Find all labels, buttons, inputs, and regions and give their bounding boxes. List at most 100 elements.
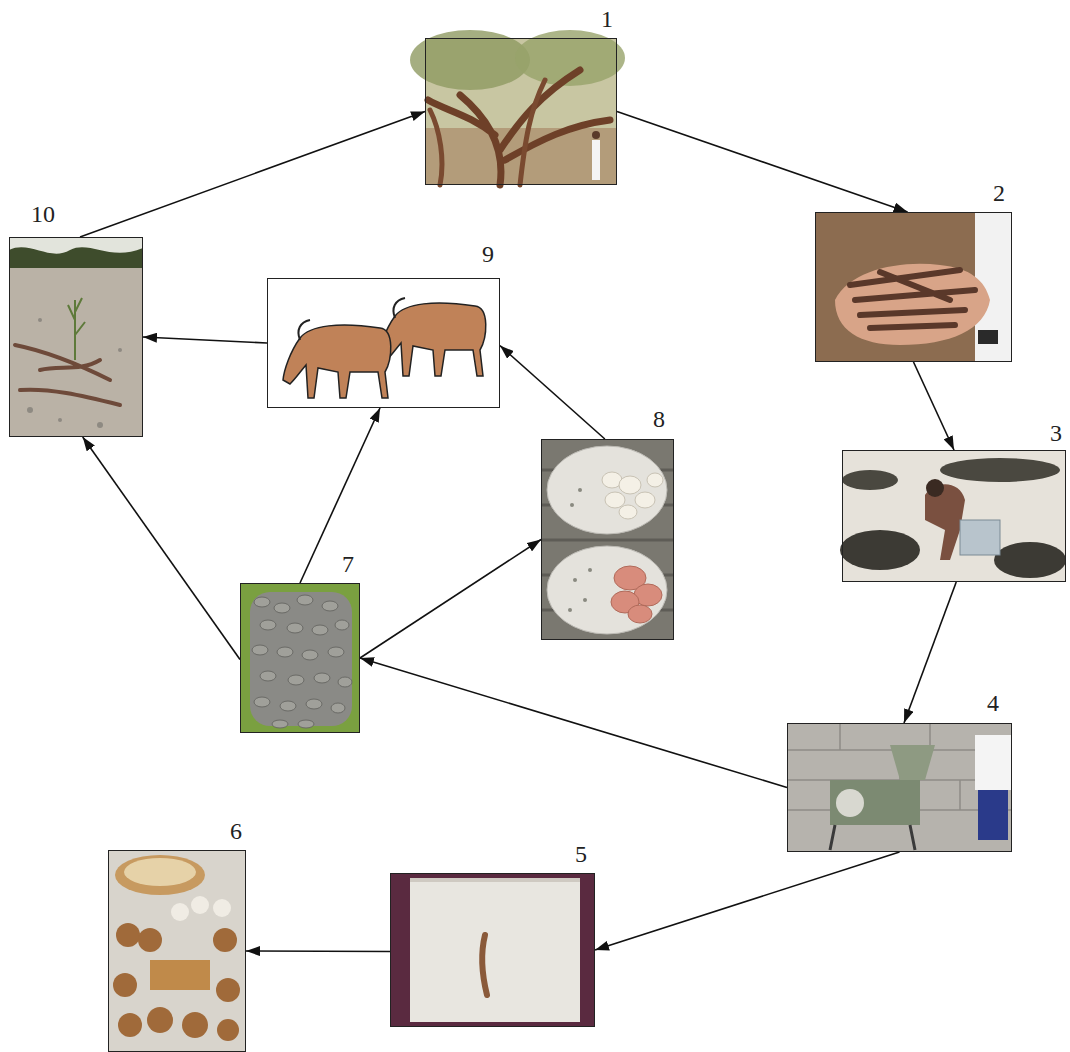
illustration-shape bbox=[602, 472, 663, 519]
photo-box: 3 bbox=[842, 450, 1066, 582]
mushroom-photo bbox=[541, 439, 674, 640]
illustration-shape bbox=[312, 625, 328, 635]
illustration-shape bbox=[182, 1012, 208, 1038]
illustration-shape bbox=[288, 675, 304, 685]
callout-number: 8 bbox=[653, 407, 665, 431]
flour-photo bbox=[390, 873, 595, 1027]
illustration-shape bbox=[150, 960, 210, 990]
illustration-shape bbox=[260, 620, 276, 630]
callout-number: 10 bbox=[31, 202, 55, 226]
illustration-shape bbox=[116, 923, 140, 947]
illustration-shape bbox=[410, 878, 580, 882]
illustration-shape bbox=[267, 278, 500, 408]
flow-arrow bbox=[500, 346, 605, 439]
illustration-shape bbox=[68, 298, 85, 360]
illustration-shape bbox=[138, 928, 162, 952]
illustration-shape bbox=[280, 701, 296, 711]
callout-number: 1 bbox=[601, 7, 613, 31]
illustration-shape bbox=[635, 492, 655, 508]
illustration-shape bbox=[960, 520, 1000, 555]
callout-number: 2 bbox=[993, 181, 1005, 205]
illustration-shape bbox=[830, 780, 920, 825]
illustration-shape bbox=[605, 492, 625, 508]
illustration-shape bbox=[213, 899, 231, 917]
illustration-shape bbox=[592, 131, 600, 139]
illustration-shape bbox=[191, 896, 209, 914]
illustration-shape bbox=[118, 348, 122, 352]
illustration-shape bbox=[578, 488, 582, 492]
illustration-shape bbox=[113, 973, 137, 997]
illustration-shape bbox=[9, 237, 143, 437]
illustration-shape bbox=[547, 446, 667, 534]
flow-arrow bbox=[904, 582, 956, 723]
illustration-shape bbox=[890, 745, 935, 780]
illustration-shape bbox=[430, 80, 545, 185]
illustration-shape bbox=[108, 850, 246, 1052]
pods-photo bbox=[815, 212, 1012, 362]
illustration-shape bbox=[298, 320, 310, 340]
flow-arrow bbox=[83, 437, 240, 660]
illustration-shape bbox=[978, 330, 998, 344]
illustration-shape bbox=[252, 645, 268, 655]
illustration-shape bbox=[568, 608, 572, 612]
illustration-shape bbox=[611, 566, 662, 623]
illustration-shape bbox=[147, 1007, 173, 1033]
illustration-shape bbox=[254, 697, 270, 707]
illustration-shape bbox=[787, 723, 1012, 852]
illustration-shape bbox=[118, 1013, 142, 1037]
flow-arrow bbox=[595, 852, 900, 950]
illustration-shape bbox=[994, 542, 1066, 578]
illustration-shape bbox=[252, 595, 352, 728]
photo-box: 1 bbox=[425, 38, 617, 185]
illustration-shape bbox=[338, 677, 352, 687]
flow-arrow bbox=[914, 362, 955, 450]
flow-arrow bbox=[617, 112, 908, 213]
illustration-shape bbox=[836, 789, 864, 817]
photo-box: 7 bbox=[240, 583, 360, 733]
illustration-shape bbox=[9, 247, 143, 268]
illustration-shape bbox=[277, 647, 293, 657]
flow-arrow bbox=[246, 950, 390, 952]
illustration-shape bbox=[213, 928, 237, 952]
illustration-shape bbox=[428, 70, 610, 185]
flow-arrow bbox=[300, 408, 380, 583]
photo-box: 4 bbox=[787, 723, 1012, 852]
illustration-shape bbox=[573, 578, 577, 582]
illustration-shape bbox=[217, 1019, 239, 1041]
illustration-shape bbox=[287, 623, 303, 633]
illustration-shape bbox=[97, 422, 103, 428]
photo-box: 2 bbox=[815, 212, 1012, 362]
photo-box: 8 bbox=[541, 439, 674, 640]
illustration-shape bbox=[250, 592, 352, 726]
callout-number: 4 bbox=[987, 691, 999, 715]
seedling-photo bbox=[9, 237, 143, 437]
illustration-shape bbox=[322, 601, 338, 611]
illustration-shape bbox=[583, 598, 587, 602]
illustration-shape bbox=[302, 650, 318, 660]
illustration-shape bbox=[335, 620, 349, 630]
illustration-shape bbox=[835, 264, 990, 345]
illustration-shape bbox=[38, 318, 42, 322]
illustration-shape bbox=[547, 546, 667, 634]
illustration-shape bbox=[975, 735, 1012, 790]
illustration-shape bbox=[216, 978, 240, 1002]
illustration-shape bbox=[482, 935, 487, 995]
illustration-shape bbox=[390, 873, 595, 1027]
illustration-shape bbox=[410, 30, 530, 90]
illustration-shape bbox=[58, 418, 62, 422]
photo-box: 10 bbox=[9, 237, 143, 437]
illustration-shape bbox=[328, 647, 344, 657]
illustration-shape bbox=[393, 298, 405, 318]
flow-arrow bbox=[143, 337, 267, 343]
illustration-shape bbox=[568, 488, 592, 612]
illustration-shape bbox=[619, 476, 641, 494]
illustration-shape bbox=[628, 605, 652, 623]
illustration-shape bbox=[541, 439, 674, 640]
callout-number: 3 bbox=[1050, 421, 1062, 445]
illustration-shape bbox=[274, 603, 290, 613]
callout-number: 5 bbox=[575, 842, 587, 866]
photo-box: 6 bbox=[108, 850, 246, 1052]
illustration-shape bbox=[850, 270, 975, 328]
